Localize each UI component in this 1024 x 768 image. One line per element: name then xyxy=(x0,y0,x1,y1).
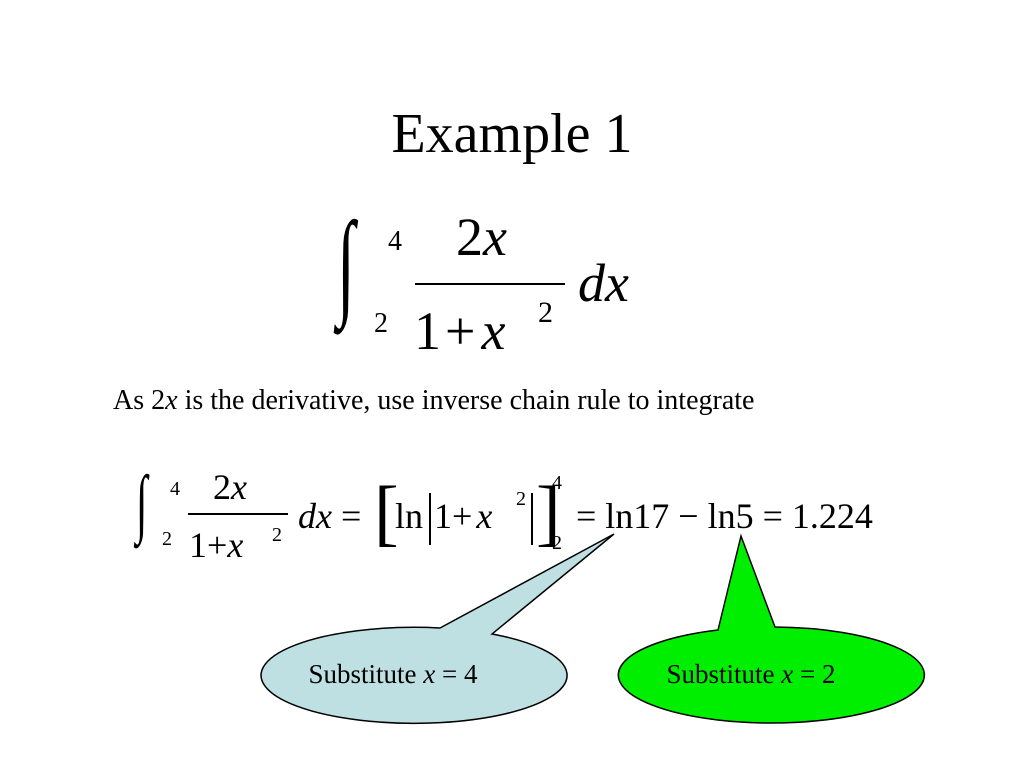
denominator-one: 1 xyxy=(414,301,441,361)
callout-upper-variable: x xyxy=(423,659,436,689)
solution-differential: dx xyxy=(298,496,332,536)
solution-equals: = xyxy=(341,496,362,536)
slide-title: Example 1 xyxy=(391,103,633,165)
callout-bubble-upper xyxy=(260,533,615,725)
solution-numerator-variable: x xyxy=(231,467,247,507)
explanation-text: As 2x is the derivative, use inverse cha… xyxy=(113,385,754,417)
left-square-bracket: [ xyxy=(374,472,399,554)
integral-lower-limit: 2 xyxy=(374,308,388,339)
solution-fraction-bar xyxy=(188,513,288,515)
caption-suffix: is the derivative, use inverse chain rul… xyxy=(177,385,755,416)
caption-prefix: As 2 xyxy=(113,385,166,416)
integral-upper-limit: 4 xyxy=(388,226,402,257)
callout-lower-suffix: = 2 xyxy=(793,659,836,689)
numerator: 2x xyxy=(456,206,507,268)
solution-denominator-variable: x xyxy=(227,525,244,565)
ln-argument-variable: x xyxy=(476,496,493,536)
callout-lower-prefix: Substitute xyxy=(666,659,782,689)
callout-upper-suffix: = 4 xyxy=(435,659,478,689)
solution-denominator: 1+x xyxy=(189,524,243,566)
denominator: 1+x xyxy=(414,300,505,362)
caption-variable: x xyxy=(165,385,178,416)
solution-upper-limit: 4 xyxy=(170,478,180,500)
abs-bar-left xyxy=(429,493,431,545)
solution-denominator-exponent: 2 xyxy=(272,524,282,546)
numerator-coefficient: 2 xyxy=(456,207,483,267)
callout-bubble-lower xyxy=(617,533,926,724)
callout-substitute-lower: Substitute x = 2 xyxy=(598,659,904,690)
solution-lower-limit: 2 xyxy=(162,528,172,550)
evaluation-upper-limit: 4 xyxy=(552,472,562,494)
ln-argument-exponent: 2 xyxy=(516,488,526,510)
denominator-exponent: 2 xyxy=(538,296,553,329)
differential: dx xyxy=(578,253,629,313)
solution-numerator: 2x xyxy=(213,466,247,508)
denominator-variable: x xyxy=(481,301,506,361)
solution-numerator-coefficient: 2 xyxy=(213,467,231,507)
evaluation-lower-limit: 2 xyxy=(552,532,562,554)
callout-upper-prefix: Substitute xyxy=(308,659,424,689)
integral-sign: ∫ xyxy=(337,198,355,329)
abs-bar-right xyxy=(531,493,533,545)
fraction-bar xyxy=(415,283,565,285)
ln-label: ln xyxy=(395,496,424,536)
callout-substitute-upper: Substitute x = 4 xyxy=(240,659,546,690)
right-square-bracket: ] xyxy=(536,472,561,554)
numerator-variable: x xyxy=(483,207,507,267)
ln-argument-one-plus: 1+ xyxy=(434,496,473,536)
callout-lower-variable: x xyxy=(781,659,794,689)
evaluation-result: = ln17 − ln5 = 1.224 xyxy=(576,496,873,536)
ln-argument: 1+x xyxy=(434,495,492,537)
solution-denominator-one-plus: 1+ xyxy=(189,525,228,565)
denominator-plus: + xyxy=(445,301,476,361)
solution-integral-sign: ∫ xyxy=(136,461,148,545)
